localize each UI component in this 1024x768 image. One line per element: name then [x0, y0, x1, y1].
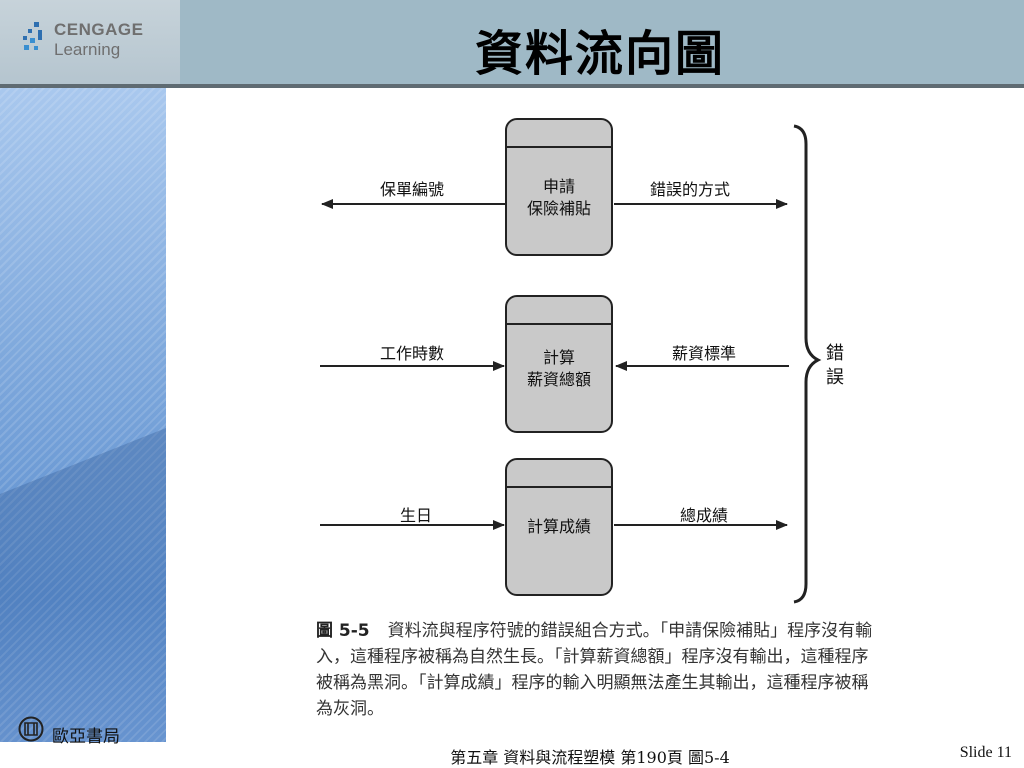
- cengage-logo-icon: [23, 22, 42, 50]
- data-flow-diagram: 申請 保險補貼 計算 薪資總額 計算成績 保單編號 錯誤的方式 工作時數 薪資標…: [300, 110, 860, 610]
- process-apply-insurance-subsidy: 申請 保險補貼: [505, 118, 613, 256]
- process-compute-grade: 計算成績: [505, 458, 613, 596]
- header-bar: CENGAGE Learning 資料流向圖: [0, 0, 1024, 88]
- flow-label-policy-number: 保單編號: [380, 180, 445, 199]
- caption-text: 資料流與程序符號的錯誤組合方式。「申請保險補貼」程序沒有輸入，這種程序被稱為自然…: [316, 621, 873, 719]
- process-divider: [507, 486, 611, 488]
- decorative-side-band: [0, 88, 166, 768]
- brace-label-error: 錯誤: [826, 343, 844, 388]
- publisher-logo-icon: [18, 716, 44, 742]
- diagram-lines: [320, 124, 822, 604]
- cengage-logo: CENGAGE Learning: [0, 0, 180, 84]
- footer-reference: 第五章 資料與流程塑模 第190頁 圖5-4: [450, 748, 730, 767]
- logo-text-cengage: CENGAGE: [54, 20, 144, 39]
- caption-figure-number: 圖 5-5: [316, 621, 370, 641]
- flow-label-work-hours: 工作時數: [380, 344, 445, 363]
- flow-label-total-grade: 總成績: [680, 506, 729, 525]
- decorative-laptop-shape: [0, 428, 166, 758]
- process-divider: [507, 323, 611, 325]
- process-label-line2: 薪資總額: [526, 370, 591, 389]
- slide-number: Slide 11: [959, 744, 1012, 761]
- process-label-line1: 計算: [542, 348, 575, 367]
- process-label-line1: 計算成績: [526, 517, 591, 536]
- flow-label-salary-standard: 薪資標準: [672, 344, 737, 363]
- logo-text-learning: Learning: [54, 40, 121, 59]
- slide-title: 資料流向圖: [474, 26, 725, 82]
- footer-strip: [0, 742, 1024, 768]
- process-label-line1: 申請: [542, 177, 575, 196]
- process-label-line2: 保險補貼: [526, 199, 591, 218]
- process-divider: [507, 146, 611, 148]
- flow-label-birthday: 生日: [400, 506, 433, 525]
- process-compute-gross-pay: 計算 薪資總額: [505, 295, 613, 433]
- publisher-name: 歐亞書局: [52, 727, 120, 747]
- flow-label-error-method: 錯誤的方式: [650, 180, 731, 199]
- error-brace: [793, 124, 822, 604]
